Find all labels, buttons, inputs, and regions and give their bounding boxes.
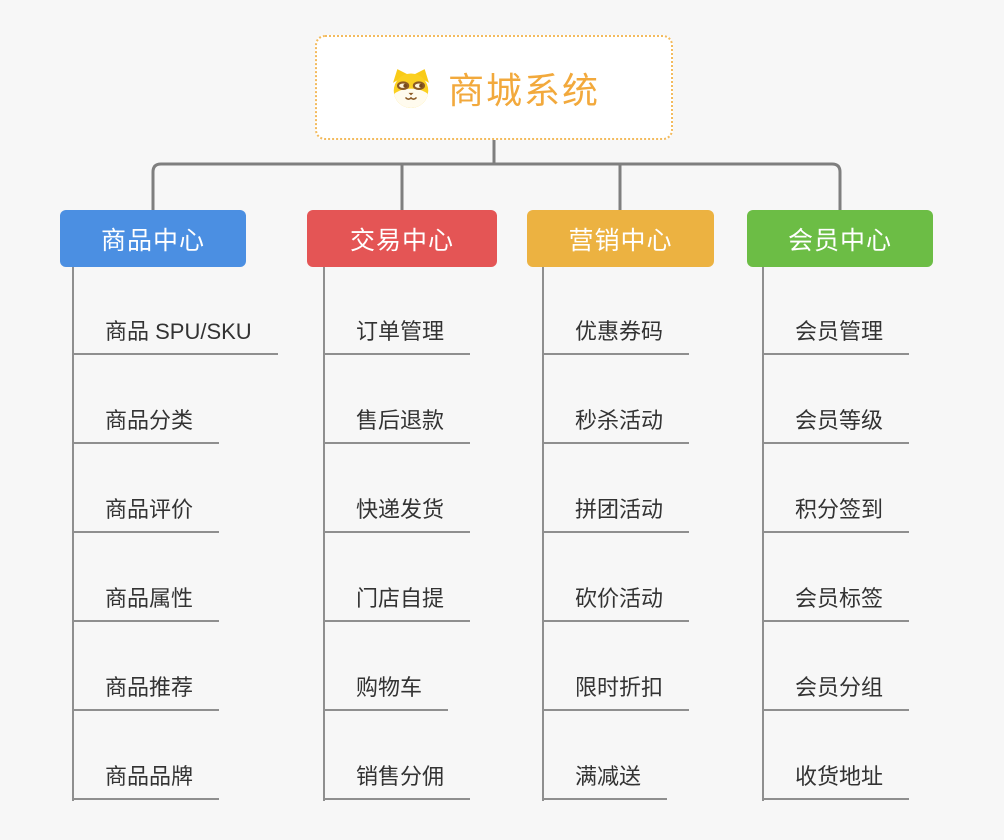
leaf-topic[interactable]: 购物车: [323, 622, 449, 711]
leaf-topic[interactable]: 商品评价: [72, 444, 220, 533]
branch-marketing-children: 优惠券码 秒杀活动 拼团活动 砍价活动 限时折扣 满减送: [542, 267, 690, 800]
branch-product-center[interactable]: 商品中心: [60, 210, 246, 267]
leaf-topic[interactable]: 会员标签: [762, 533, 910, 622]
root-node-mall-system[interactable]: 商城系统: [315, 35, 673, 140]
leaf-topic[interactable]: 收货地址: [762, 711, 910, 800]
leaf-topic[interactable]: 砍价活动: [542, 533, 690, 622]
leaf-topic[interactable]: 订单管理: [323, 267, 471, 355]
leaf-topic[interactable]: 优惠券码: [542, 267, 690, 355]
leaf-topic[interactable]: 拼团活动: [542, 444, 690, 533]
shiba-dog-icon: [388, 67, 434, 109]
leaf-topic[interactable]: 商品 SPU/SKU: [72, 267, 278, 355]
leaf-topic[interactable]: 会员分组: [762, 622, 910, 711]
leaf-topic[interactable]: 会员等级: [762, 355, 910, 444]
leaf-topic[interactable]: 销售分佣: [323, 711, 471, 800]
leaf-topic[interactable]: 快递发货: [323, 444, 471, 533]
branch-marketing-center[interactable]: 营销中心: [527, 210, 714, 267]
leaf-topic[interactable]: 会员管理: [762, 267, 910, 355]
leaf-topic[interactable]: 商品分类: [72, 355, 220, 444]
leaf-topic[interactable]: 商品品牌: [72, 711, 220, 800]
branch-member-children: 会员管理 会员等级 积分签到 会员标签 会员分组 收货地址: [762, 267, 910, 800]
leaf-topic[interactable]: 限时折扣: [542, 622, 690, 711]
leaf-topic[interactable]: 满减送: [542, 711, 668, 800]
leaf-topic[interactable]: 秒杀活动: [542, 355, 690, 444]
leaf-topic[interactable]: 商品推荐: [72, 622, 220, 711]
leaf-topic[interactable]: 售后退款: [323, 355, 471, 444]
branch-trade-center[interactable]: 交易中心: [307, 210, 497, 267]
branch-trade-children: 订单管理 售后退款 快递发货 门店自提 购物车 销售分佣: [323, 267, 471, 800]
leaf-topic[interactable]: 积分签到: [762, 444, 910, 533]
leaf-topic[interactable]: 门店自提: [323, 533, 471, 622]
branch-product-children: 商品 SPU/SKU 商品分类 商品评价 商品属性 商品推荐 商品品牌: [72, 267, 278, 800]
root-title: 商城系统: [447, 69, 600, 111]
leaf-topic[interactable]: 商品属性: [72, 533, 220, 622]
branch-member-center[interactable]: 会员中心: [747, 210, 933, 267]
